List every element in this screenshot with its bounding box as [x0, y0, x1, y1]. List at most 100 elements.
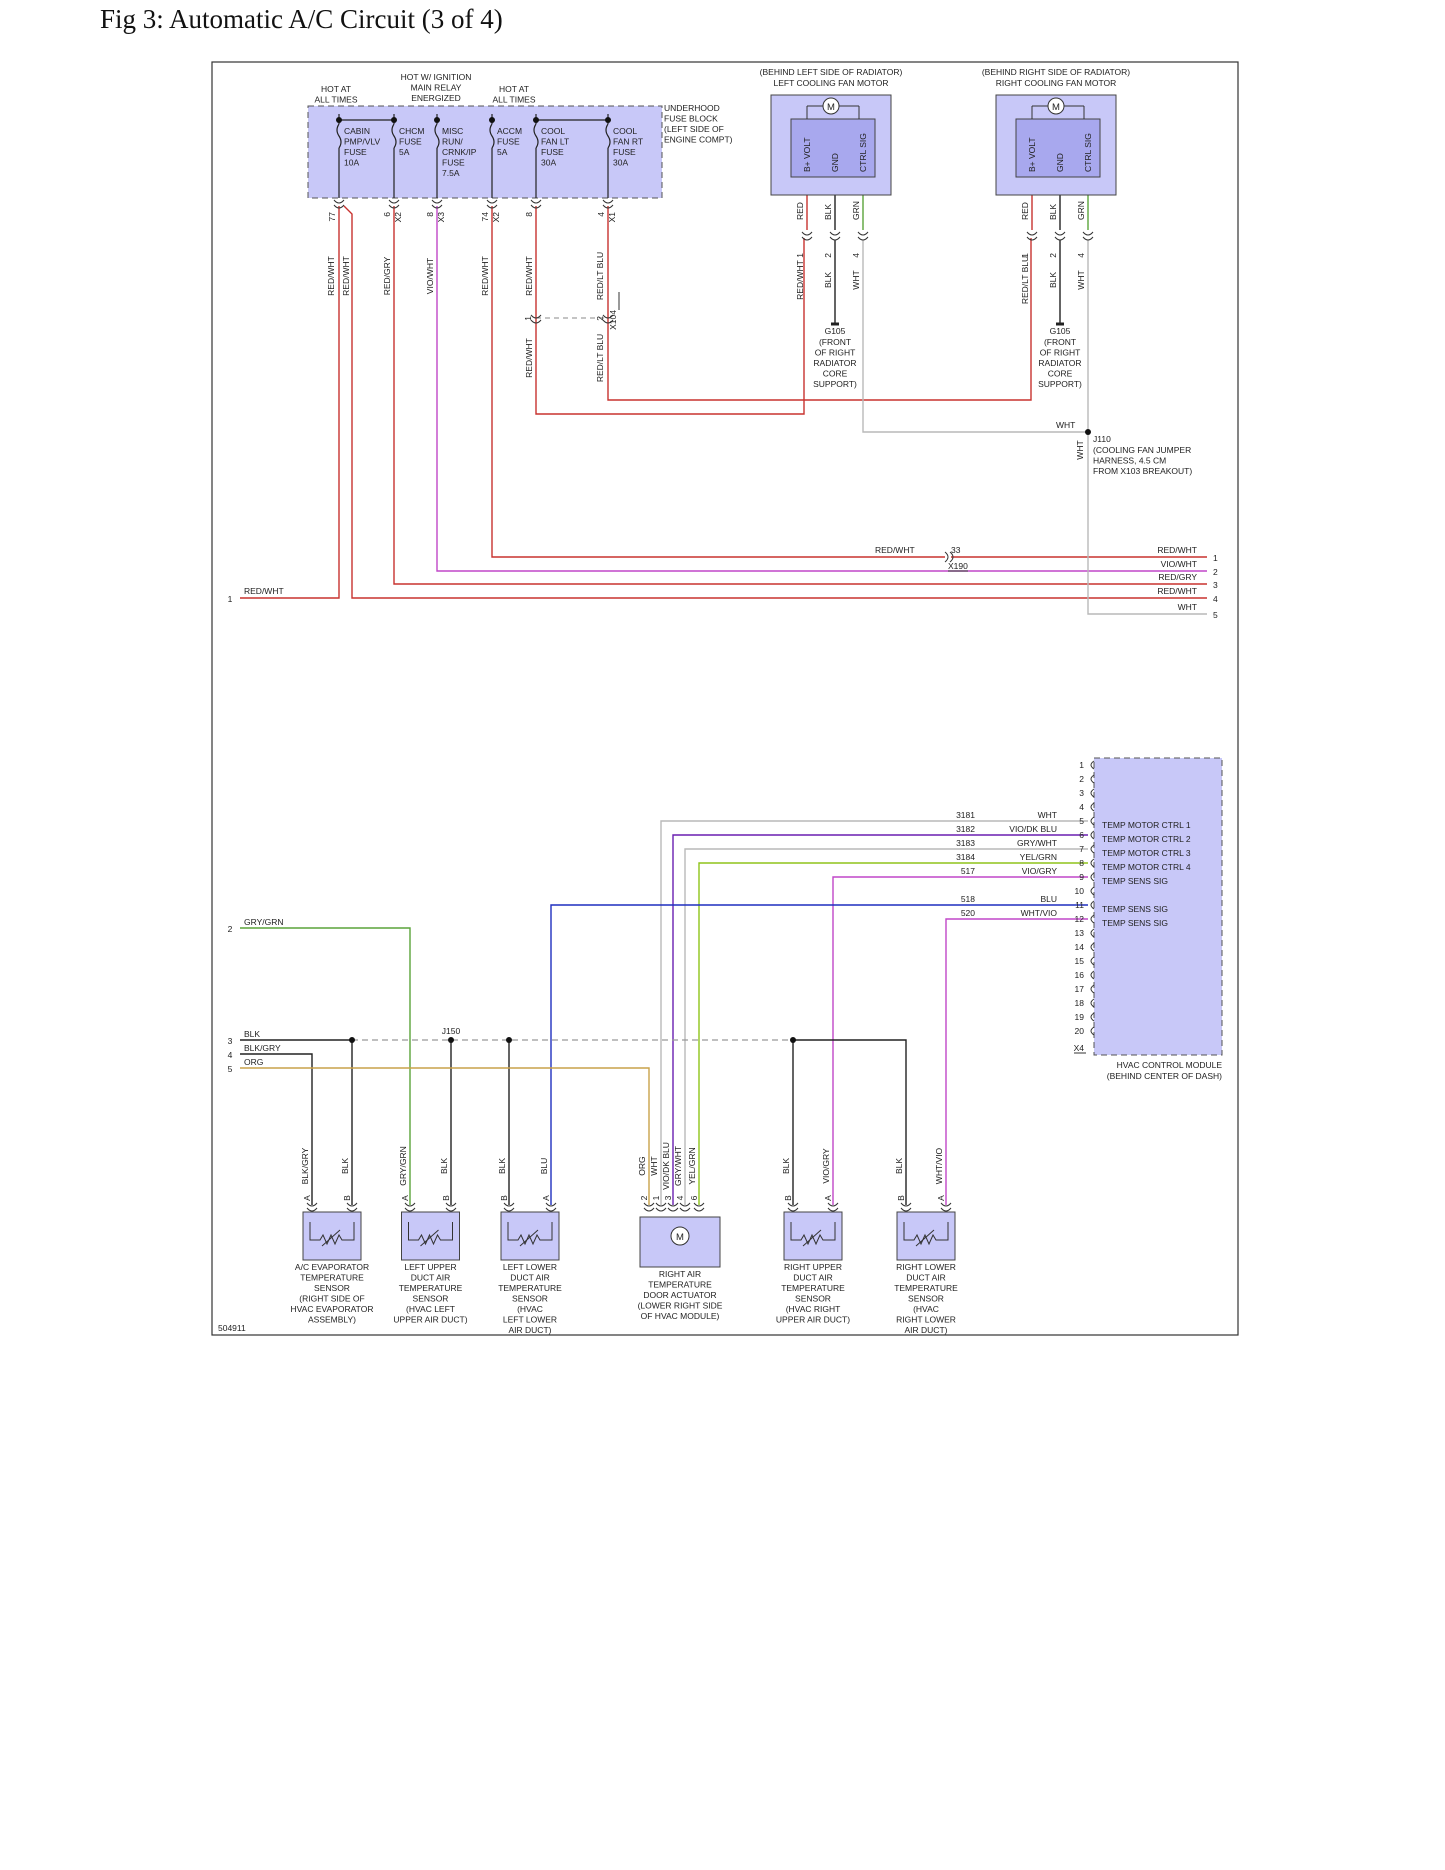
- right-fan-ground-desc: RADIATOR: [1038, 358, 1081, 368]
- hvac-pin-function: TEMP SENS SIG: [1102, 918, 1168, 928]
- thermistor-arrow: [915, 1229, 935, 1247]
- underhood-fuse-block: [307, 105, 663, 199]
- wire-gry-grn: [240, 927, 411, 1205]
- j110-desc: (COOLING FAN JUMPER: [1093, 445, 1191, 455]
- pin-number: 1: [523, 316, 533, 321]
- actuator-pin: [655, 1202, 667, 1212]
- sensor-body: [302, 1211, 362, 1261]
- pin-number: 74: [480, 212, 490, 222]
- hvac-pin-number: 7: [1079, 844, 1084, 854]
- hot-label: ALL TIMES: [493, 95, 536, 105]
- right-fan-pin: [1082, 231, 1094, 241]
- j150-splice: [349, 1037, 355, 1043]
- actuator-name: DOOR ACTUATOR: [643, 1290, 716, 1300]
- wire-hvac-520: [945, 918, 1088, 1205]
- ref-wire-label: BLK: [244, 1029, 260, 1039]
- fuse-label: COOL: [541, 126, 565, 136]
- wires-layer: [240, 177, 1207, 1205]
- actuator-pin-number: 3: [663, 1195, 673, 1200]
- right-fan-ground-label: G105: [1050, 326, 1071, 336]
- wire-red-wht-lfan: [535, 206, 805, 415]
- hvac-pin-number: 20: [1075, 1026, 1085, 1036]
- wire-hvac-3183: [684, 848, 1088, 1205]
- fuse-label: MISC: [442, 126, 463, 136]
- x190-connector: [944, 551, 954, 563]
- sensor-pin: [346, 1202, 358, 1212]
- fuse-label: FAN LT: [541, 137, 569, 147]
- wire-label: VIO/DK BLU: [1009, 824, 1057, 834]
- connector-label: X2: [491, 212, 501, 223]
- sensor-name: A/C EVAPORATOR: [295, 1262, 369, 1272]
- fuse-block-pin: [333, 199, 345, 209]
- wire-label: VIO/DK BLU: [661, 1142, 671, 1190]
- sensor-name: UPPER AIR DUCT): [393, 1315, 467, 1325]
- circuit-number: 3183: [956, 838, 975, 848]
- sensor-pin-letter: B: [896, 1195, 906, 1201]
- hvac-pin-function: TEMP MOTOR CTRL 3: [1102, 848, 1191, 858]
- pin-number: 4: [1076, 253, 1086, 258]
- hvac-pin-mark: [1090, 872, 1095, 882]
- sensor-name: DUCT AIR: [906, 1273, 946, 1283]
- fuse-label: 5A: [497, 147, 508, 157]
- wire-label: WHT: [1075, 440, 1085, 459]
- hvac-pin-function: TEMP SENS SIG: [1102, 876, 1168, 886]
- left-fan-ground-desc: RADIATOR: [813, 358, 856, 368]
- ref-number: 4: [228, 1050, 233, 1060]
- ref-number: 1: [228, 594, 233, 604]
- hvac-pin-number: 8: [1079, 858, 1084, 868]
- wire-label: RED/LT BLU: [595, 252, 605, 300]
- actuator-name: OF HVAC MODULE): [641, 1311, 720, 1321]
- hvac-pin-number: 4: [1079, 802, 1084, 812]
- sensor-pin-letter: A: [400, 1195, 410, 1201]
- fuse-label: 30A: [541, 158, 556, 168]
- wire-label: BLK/GRY: [300, 1147, 310, 1184]
- sensor-name: LEFT LOWER: [503, 1315, 557, 1325]
- wire-label: RED/WHT: [341, 256, 351, 296]
- fuse-block-pin: [388, 199, 400, 209]
- wire-hvac-517: [832, 876, 1088, 1205]
- thermistor-arrow: [420, 1229, 439, 1247]
- pin-number: 6: [382, 212, 392, 217]
- sensor-pin: [827, 1202, 839, 1212]
- fuse-label: 5A: [399, 147, 410, 157]
- x104-pin: [602, 314, 614, 324]
- sensor-pin: [545, 1202, 557, 1212]
- fuse-label: CHCM: [399, 126, 425, 136]
- sensor-pin-letter: B: [342, 1195, 352, 1201]
- wire-label: VIO/GRY: [1022, 866, 1058, 876]
- hvac-pin-number: 1: [1079, 760, 1084, 770]
- fuse-label: 7.5A: [442, 168, 460, 178]
- actuator-pin: [643, 1202, 655, 1212]
- left-fan-title: LEFT COOLING FAN MOTOR: [774, 78, 889, 88]
- fuse-label: FUSE: [399, 137, 422, 147]
- right-fan-ground-desc: SUPPORT): [1038, 379, 1082, 389]
- fuse-label: FAN RT: [613, 137, 643, 147]
- hvac-pin-mark: [1090, 802, 1095, 812]
- hvac-pin-mark: [1090, 816, 1095, 826]
- wire-label: BLK: [439, 1158, 449, 1174]
- fuse-block-label: UNDERHOOD: [664, 103, 720, 113]
- hvac-pin-mark: [1090, 970, 1095, 980]
- wire-org: [240, 1067, 650, 1205]
- actuator-pin: [667, 1202, 679, 1212]
- hvac-pin-mark: [1090, 900, 1095, 910]
- sensor-name: LEFT UPPER: [404, 1262, 456, 1272]
- sensor-name: TEMPERATURE: [781, 1283, 845, 1293]
- sensor-body: [896, 1211, 956, 1261]
- hvac-pin-mark: [1090, 984, 1095, 994]
- hvac-pin-mark: [1090, 914, 1095, 924]
- j110-label: J110: [1093, 434, 1111, 444]
- pin-number: 1: [795, 253, 805, 258]
- pin-number: 2: [823, 253, 833, 258]
- wire-label: RED/GRY: [382, 256, 392, 295]
- hvac-pin-mark: [1090, 956, 1095, 966]
- thermistor-arrow: [321, 1229, 341, 1247]
- wire-red-ltblu-rfan: [607, 206, 1032, 401]
- left-fan-pin: [801, 231, 813, 241]
- wire-label: BLK: [1048, 272, 1058, 288]
- hvac-connector-label: X4: [1074, 1043, 1085, 1053]
- components-layer: [302, 94, 1223, 1268]
- fuse-label: CRNK/IP: [442, 147, 477, 157]
- hvac-pin-mark: [1090, 942, 1095, 952]
